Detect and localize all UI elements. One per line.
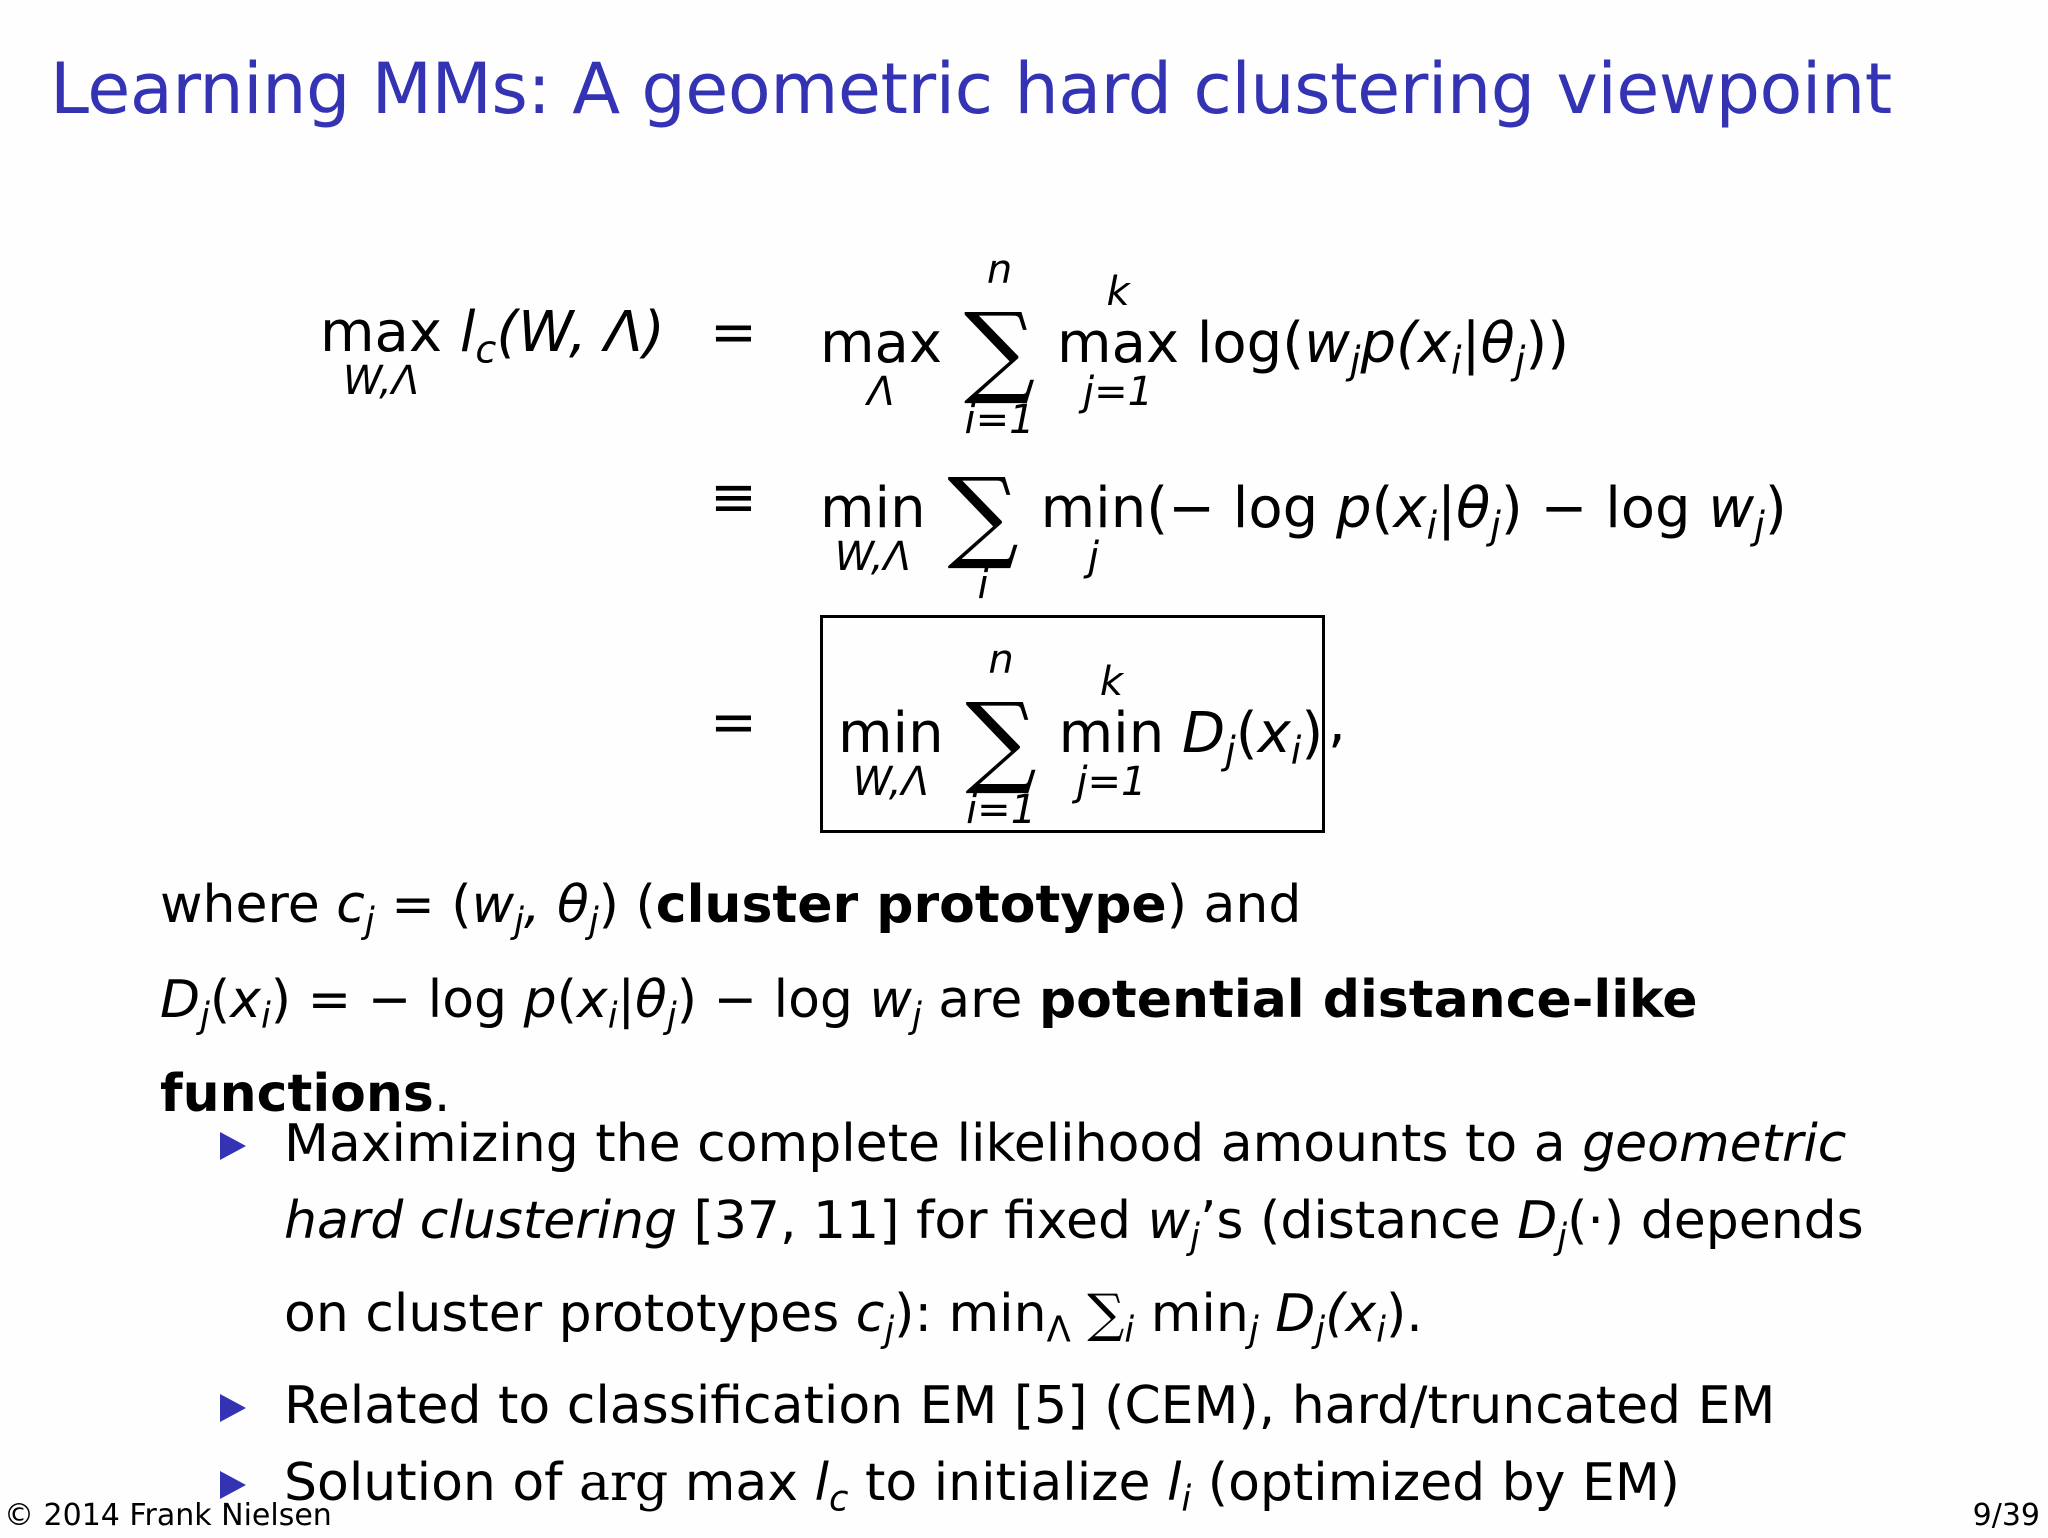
- equals-sign: =: [710, 690, 757, 755]
- min-operator: min W,Λ: [820, 476, 926, 580]
- equals-sign: =: [710, 300, 757, 365]
- footer-copyright: © 2014 Frank Nielsen: [4, 1498, 332, 1533]
- term-cluster-prototype: cluster prototype: [655, 875, 1167, 935]
- bullet-list: Maximizing the complete likelihood amoun…: [220, 1106, 1864, 1538]
- bullet-item: Related to classification EM [5] (CEM), …: [220, 1368, 1864, 1445]
- explanation-line-2: Dj(xi) = − log p(xi|θj) − log wj are pot…: [160, 969, 1698, 1037]
- explanation-paragraph: where cj = (wj, θj) (cluster prototype) …: [160, 866, 1697, 1133]
- min-operator: min W,Λ: [838, 701, 944, 805]
- sum-symbol: ∑i: [947, 456, 1019, 608]
- max-operator: k max j=1: [1057, 269, 1180, 415]
- triangle-bullet-icon: [220, 1471, 246, 1500]
- max-operator: max Λ: [820, 311, 943, 415]
- explanation-line-3: functions.: [160, 1064, 451, 1125]
- equation-rhs: min W,Λ ∑i min j (− log p(xi|θj) − log w…: [820, 456, 1787, 608]
- bullet-item: Maximizing the complete likelihood amoun…: [220, 1106, 1864, 1368]
- term-potential-distance-like: potential distance-like: [1038, 969, 1698, 1030]
- min-operator: k min j=1: [1058, 659, 1165, 805]
- equation-lhs: max W,Λ lc(W, Λ): [320, 300, 665, 404]
- triangle-bullet-icon: [220, 1132, 246, 1160]
- slide-title: Learning MMs: A geometric hard clusterin…: [50, 48, 1892, 130]
- explanation-line-1: where cj = (wj, θj) (cluster prototype) …: [160, 875, 1302, 942]
- citation: [37, 11] for fixed: [677, 1191, 1148, 1251]
- footer-page-number: 9/39: [1972, 1498, 2040, 1533]
- trailing-comma: ,: [1328, 690, 1346, 755]
- boxed-equation-frame: [820, 615, 1325, 833]
- min-operator: min j: [1040, 476, 1147, 580]
- max-operator: max W,Λ: [320, 300, 443, 404]
- bullet-item: Solution of arg max lc to initialize li …: [220, 1445, 1864, 1538]
- triangle-bullet-icon: [220, 1394, 246, 1423]
- equivalent-sign: ≡: [710, 465, 757, 530]
